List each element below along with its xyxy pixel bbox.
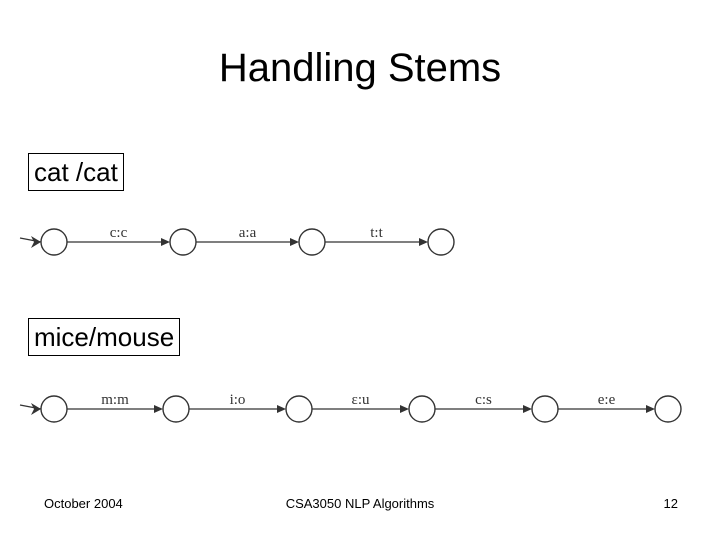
state-node [285, 395, 313, 423]
state-node [162, 395, 190, 423]
state-node [40, 228, 68, 256]
transition-label: a:a [239, 225, 257, 241]
transition-label: m:m [101, 392, 129, 408]
transition-label: ε:u [352, 392, 370, 408]
state-node [298, 228, 326, 256]
transition-arrowhead [277, 405, 286, 413]
transition-arrowhead [154, 405, 163, 413]
state-node [408, 395, 436, 423]
footer-page-number: 12 [663, 496, 678, 511]
transition-arrowhead [646, 405, 655, 413]
example-label-cat: cat /cat [28, 153, 124, 191]
transition-label: c:c [110, 225, 128, 241]
slide-title: Handling Stems [218, 46, 502, 90]
transition-arrowhead [419, 238, 428, 246]
transition-label: e:e [598, 392, 616, 408]
fst-diagram-mice: m:m i:o ε:u c:s e:e [19, 392, 682, 423]
state-node [40, 395, 68, 423]
state-node [427, 228, 455, 256]
example-label-mice: mice/mouse [28, 318, 181, 356]
fst-diagram-cat: c:c a:a t:t [19, 225, 455, 256]
transition-arrowhead [290, 238, 299, 246]
state-node [654, 395, 682, 423]
transition-arrowhead [523, 405, 532, 413]
transition-arrowhead [161, 238, 170, 246]
state-node [169, 228, 197, 256]
transition-arrowhead [400, 405, 409, 413]
footer-date: October 2004 [44, 496, 123, 511]
start-arrow-head [31, 403, 41, 415]
start-arrow-head [31, 236, 41, 248]
transition-label: t:t [370, 225, 383, 241]
transition-label: i:o [230, 392, 246, 408]
state-node [531, 395, 559, 423]
footer-course: CSA3050 NLP Algorithms [285, 496, 435, 511]
transition-label: c:s [475, 392, 492, 408]
